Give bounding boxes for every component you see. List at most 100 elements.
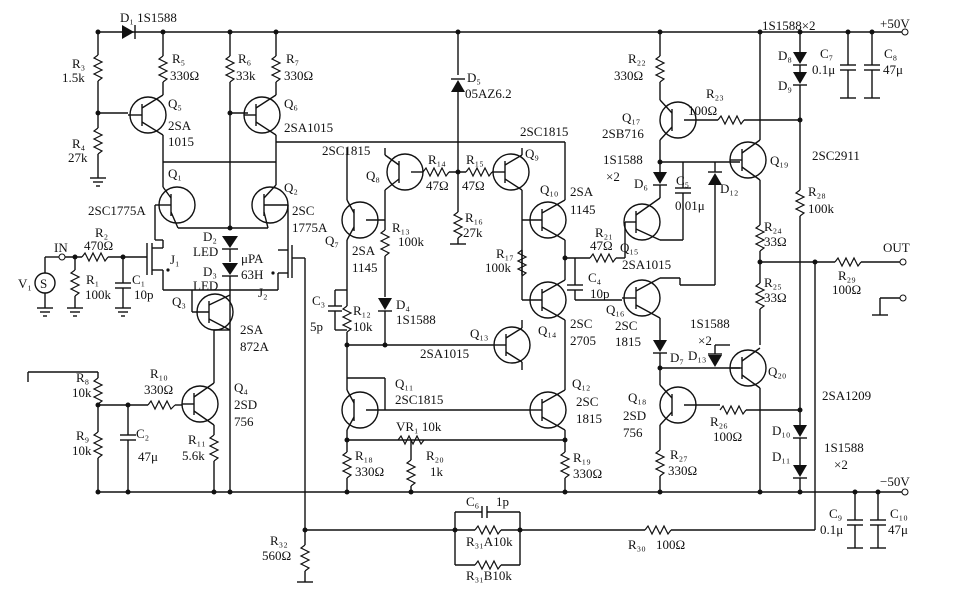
label-v1: V₁ bbox=[18, 276, 32, 291]
resistor-r16 bbox=[452, 211, 464, 239]
type-q4b: 756 bbox=[234, 414, 254, 429]
resistor-r18 bbox=[341, 451, 353, 479]
type-q3: 2SA bbox=[240, 322, 264, 337]
type-q17: 2SB716 bbox=[602, 126, 644, 141]
type-d5: 05AZ6.2 bbox=[465, 86, 512, 101]
type-d7b: ×2 bbox=[698, 333, 712, 348]
label-d6: D₆ bbox=[634, 176, 648, 191]
label-q5: Q₅ bbox=[168, 96, 182, 111]
type-q10b: 1145 bbox=[570, 202, 596, 217]
label-r20: R₂₀ bbox=[426, 448, 444, 463]
label-r4: R₄ bbox=[72, 136, 86, 151]
resistor-r1 bbox=[69, 269, 81, 297]
label-r25: R₂₅ bbox=[764, 275, 782, 290]
resistor-r8 bbox=[92, 377, 104, 405]
value-r2: 470Ω bbox=[84, 238, 113, 253]
value-r22: 330Ω bbox=[614, 68, 643, 83]
diode-d9 bbox=[793, 72, 807, 84]
type-q10: 2SA bbox=[570, 184, 594, 199]
type-d1011: 1S1588 bbox=[824, 440, 864, 455]
value-r26: 100Ω bbox=[713, 429, 742, 444]
label-d3: D₃ bbox=[203, 264, 217, 279]
resistor-r28 bbox=[794, 189, 806, 217]
label-d10: D₁₀ bbox=[772, 423, 790, 438]
terminal-pos bbox=[901, 28, 909, 36]
type-q13: 2SA1015 bbox=[420, 346, 469, 361]
label-q7: Q₇ bbox=[325, 233, 339, 248]
resistor-r13 bbox=[379, 229, 391, 257]
label-r32: R₃₂ bbox=[270, 533, 288, 548]
label-r8: R₈ bbox=[76, 370, 89, 385]
label-c9: C₉ bbox=[829, 506, 842, 521]
type-q18: 2SD bbox=[623, 408, 646, 423]
value-r18: 330Ω bbox=[355, 464, 384, 479]
resistor-r32 bbox=[299, 544, 311, 572]
type-d7: 1S1588 bbox=[690, 316, 730, 331]
output-terminal bbox=[899, 258, 907, 266]
diode-d10 bbox=[793, 425, 807, 437]
transistor-q15 bbox=[623, 203, 661, 241]
value-c2: 47μ bbox=[138, 449, 158, 464]
resistor-r17 bbox=[516, 249, 528, 277]
value-r28: 100k bbox=[808, 201, 835, 216]
label-r31a: R₃₁A10k bbox=[466, 534, 513, 549]
value-r11: 5.6k bbox=[182, 448, 205, 463]
label-c6: C₆ bbox=[466, 494, 479, 509]
value-r16: 27k bbox=[463, 225, 483, 240]
label-r7: R₇ bbox=[286, 51, 299, 66]
value-r17: 100k bbox=[485, 260, 512, 275]
type-d3: LED bbox=[193, 278, 218, 293]
label-r18: R₁₈ bbox=[355, 448, 373, 463]
value-r1: 100k bbox=[85, 287, 112, 302]
label-in: IN bbox=[54, 240, 68, 255]
resistor-r12 bbox=[341, 305, 353, 333]
label-d2: D₂ bbox=[203, 229, 217, 244]
value-r30: 100Ω bbox=[656, 537, 685, 552]
type-d2: LED bbox=[193, 244, 218, 259]
label-r15: R₁₅ bbox=[466, 152, 484, 167]
label-2sc1815-a: 2SC1815 bbox=[322, 143, 370, 158]
value-r13: 100k bbox=[398, 234, 425, 249]
value-r24: 33Ω bbox=[764, 234, 787, 249]
type-q1: 2SC1775A bbox=[88, 203, 146, 218]
value-r23: 100Ω bbox=[688, 103, 717, 118]
led-d2 bbox=[222, 236, 238, 248]
type-q11: 2SC1815 bbox=[395, 392, 443, 407]
type-q2b: 1775A bbox=[292, 220, 328, 235]
label-d1: D₁ 1S1588 bbox=[120, 10, 177, 25]
label-d11: D₁₁ bbox=[772, 449, 790, 464]
label-r6: R₆ bbox=[238, 51, 251, 66]
type-q7b: 1145 bbox=[352, 260, 378, 275]
type-q14b: 2705 bbox=[570, 333, 596, 348]
label-pos-supply: +50V bbox=[880, 16, 910, 31]
label-d4: D₄ bbox=[396, 297, 410, 312]
resistor-r26 bbox=[719, 404, 747, 416]
label-d9: D₉ bbox=[778, 78, 792, 93]
value-r10: 330Ω bbox=[144, 382, 173, 397]
output-ground-terminal bbox=[899, 294, 907, 302]
type-q19: 2SC2911 bbox=[812, 148, 860, 163]
resistor-r3 bbox=[92, 54, 104, 82]
resistor-r2 bbox=[81, 251, 109, 263]
label-q4: Q₄ bbox=[234, 380, 248, 395]
label-c8: C₈ bbox=[884, 46, 897, 61]
resistor-r10 bbox=[147, 399, 176, 411]
value-r4: 27k bbox=[68, 150, 88, 165]
label-d7: D₇ bbox=[670, 350, 684, 365]
type-q16: 2SC bbox=[615, 318, 637, 333]
value-c1: 10p bbox=[134, 287, 154, 302]
diode-d4 bbox=[378, 298, 392, 310]
value-r32: 560Ω bbox=[262, 548, 291, 563]
label-r29: R₂₉ bbox=[838, 268, 856, 283]
value-r19: 330Ω bbox=[573, 466, 602, 481]
label-r24: R₂₄ bbox=[764, 219, 782, 234]
diode-d11 bbox=[793, 465, 807, 477]
label-r31b: R₃₁B10k bbox=[466, 568, 512, 583]
label-out: OUT bbox=[883, 240, 910, 255]
label-q11: Q₁₁ bbox=[395, 376, 413, 391]
value-r27: 330Ω bbox=[668, 463, 697, 478]
label-q20: Q₂₀ bbox=[768, 364, 786, 379]
label-upa: μPA bbox=[241, 251, 264, 266]
label-r23: R₂₃ bbox=[706, 86, 724, 101]
